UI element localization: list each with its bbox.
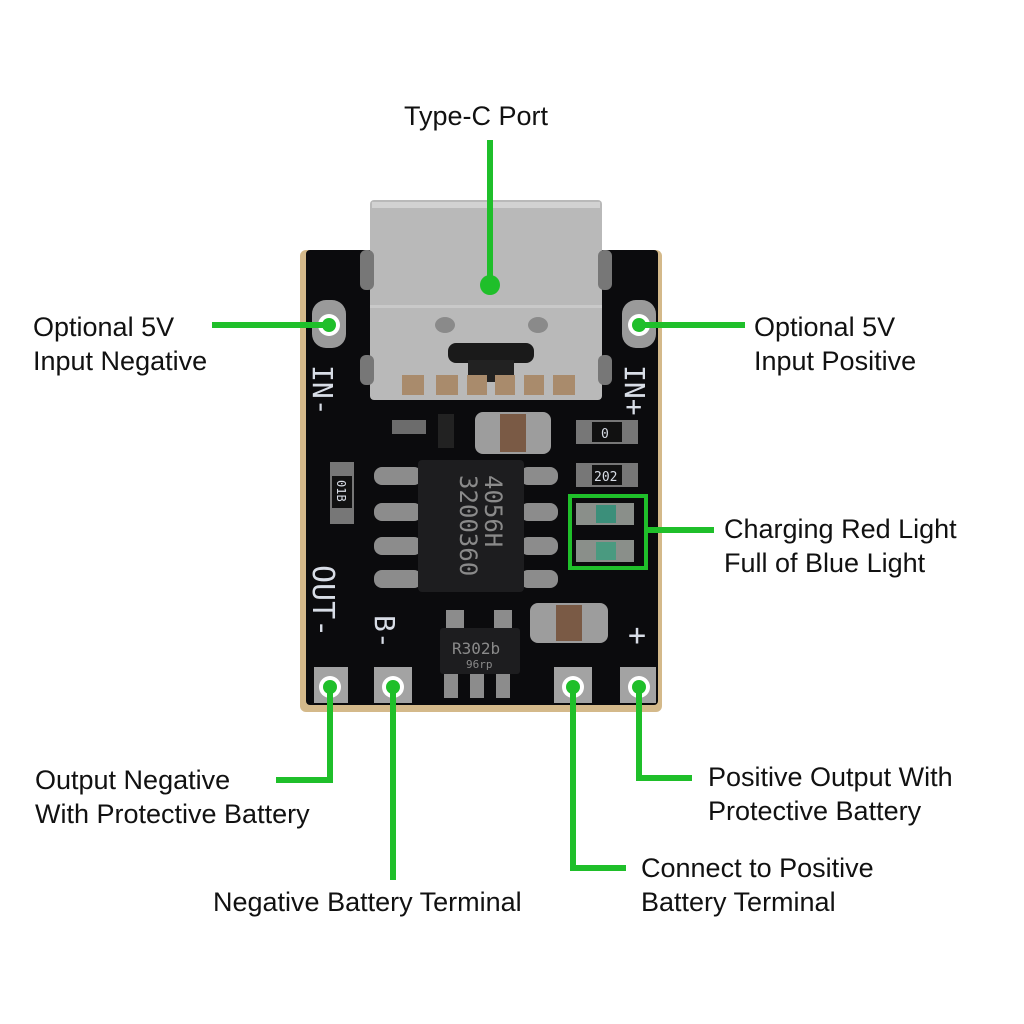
label-bat-neg: Negative Battery Terminal [213,887,522,917]
label-out-pos: Positive Output With Protective Battery [708,760,953,828]
label-line: Input Negative [33,346,208,376]
ic-tp4056: 4056H 3200360 [374,460,558,592]
ic-protection: R302b 96rp [440,610,520,698]
resistor-r3: 01B [330,462,354,524]
leader-out-pos [636,687,692,781]
label-line: Optional 5V [754,312,896,342]
label-type-c-port: Type-C Port [404,101,549,131]
svg-text:3200360: 3200360 [454,475,482,576]
smd-part [438,414,454,448]
label-line: Full of Blue Light [724,548,926,578]
type-c-connector [360,200,612,400]
svg-text:R302b: R302b [452,639,500,658]
silk-out-neg: OUT- [305,565,340,637]
silk-in-pos: IN+ [618,365,651,416]
label-line: Battery Terminal [641,887,836,917]
leader-out-neg [276,687,333,783]
label-line: Input Positive [754,346,917,376]
svg-text:0: 0 [601,427,609,442]
leader-bat-pos [570,687,626,871]
silk-in-neg: IN- [306,365,339,416]
leader-lines [212,140,745,880]
resistor-r1: 0 [576,420,638,444]
label-bat-pos: Connect to Positive Battery Terminal [641,851,874,919]
label-in-pos: Optional 5V Input Positive [754,310,916,378]
label-line: Positive Output With [708,762,953,792]
label-led: Charging Red Light Full of Blue Light [724,512,957,580]
label-out-neg: Output Negative With Protective Battery [35,763,310,831]
svg-text:01B: 01B [334,480,348,502]
resistor-r2: 202 [576,463,638,487]
smd-part [392,420,426,434]
svg-text:96rp: 96rp [466,658,493,671]
label-line: Output Negative [35,765,231,795]
label-in-neg: Optional 5V Input Negative [33,310,207,378]
silk-plus: + [628,618,646,653]
label-line: Connect to Positive [641,853,874,883]
svg-text:4056H: 4056H [479,475,507,547]
svg-text:202: 202 [594,470,617,485]
silk-b-neg: B- [368,615,401,649]
label-line: With Protective Battery [35,799,310,829]
label-line: Charging Red Light [724,514,957,544]
label-line: Optional 5V [33,312,175,342]
label-line: Protective Battery [708,796,922,826]
